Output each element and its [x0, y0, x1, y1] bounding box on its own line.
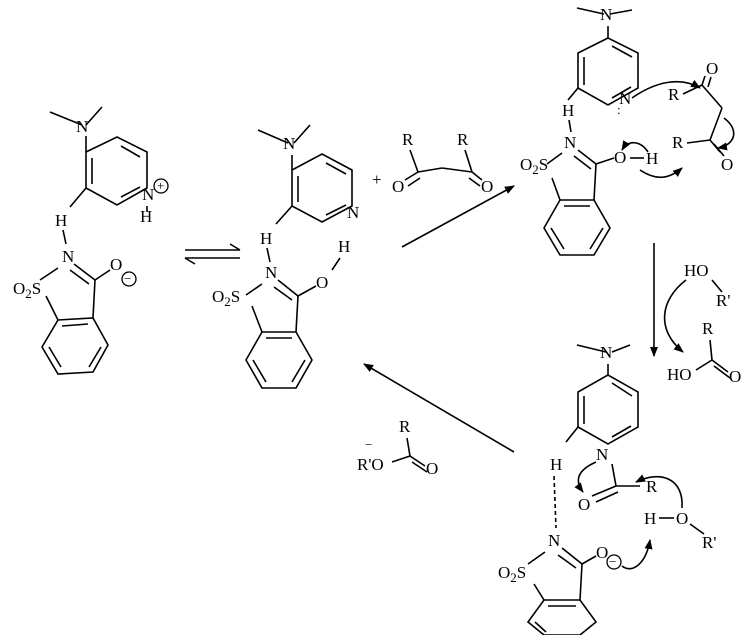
- label-carbonyl-o-2: O: [481, 177, 493, 196]
- label-pyridinium-n-4: N: [596, 445, 608, 464]
- product-ester: R − R'O O: [357, 417, 438, 478]
- label-h-alcohol: H: [644, 509, 656, 528]
- lone-pair-dots: :: [617, 102, 621, 117]
- label-r-3b: R: [672, 133, 684, 152]
- label-ch-hydrogen-4: H: [550, 455, 562, 474]
- label-carbonyl-o-3b: O: [721, 155, 733, 174]
- charge-minus-4: −: [609, 554, 616, 569]
- label-oxygen: O: [110, 255, 122, 274]
- label-saccharin-n-3: N: [564, 133, 576, 152]
- product-carboxylic-acid: R HO O: [667, 319, 741, 386]
- reagent-diketone: + R R O O: [372, 130, 493, 196]
- label-oxygen-4: O: [596, 543, 608, 562]
- structure-neutral-complex: N N H N O H O2S: [212, 124, 359, 389]
- label-saccharin-n-2: N: [265, 263, 277, 282]
- reagent-alcohol: HO R': [663, 261, 730, 353]
- label-n-dimethylamino-3: N: [600, 5, 612, 24]
- label-hydroxyl-h-3: H: [646, 149, 658, 168]
- arrow-regeneration: [363, 363, 515, 453]
- label-pyridine-n: N: [347, 203, 359, 222]
- label-so2-2: O2S: [212, 287, 240, 309]
- label-n-dimethylamino-2: N: [283, 134, 295, 153]
- label-so2-4: O2S: [498, 563, 526, 585]
- label-r-4: R: [646, 477, 658, 496]
- charge-plus: +: [157, 178, 164, 193]
- label-n-dimethylamino: N: [76, 117, 88, 136]
- arrow-to-activation: [401, 185, 515, 248]
- label-ch-hydrogen: H: [55, 211, 67, 230]
- label-ho-acid: HO: [667, 365, 692, 384]
- label-pyridine-n-3: N: [619, 89, 631, 108]
- label-r-prime-alcohol: R': [702, 533, 716, 552]
- charge-minus-ester: −: [365, 437, 372, 452]
- label-r-prime-o: R'O: [357, 455, 384, 474]
- label-n-dimethylamino-4: N: [600, 343, 612, 362]
- label-ho: HO: [684, 261, 709, 280]
- label-pyridinium-n: N: [142, 185, 154, 204]
- label-r-ester: R: [399, 417, 411, 436]
- plus-sign: +: [372, 170, 382, 189]
- label-carbonyl-o-ester: O: [426, 459, 438, 478]
- label-ch-hydrogen-3: H: [562, 101, 574, 120]
- label-r-3a: R: [668, 85, 680, 104]
- label-carbonyl-o-acid: O: [729, 367, 741, 386]
- label-hydroxyl-o-3: O: [614, 148, 626, 167]
- label-o-alcohol: O: [676, 509, 688, 528]
- label-r-1: R: [402, 130, 414, 149]
- charge-minus: −: [124, 271, 131, 286]
- structure-ion-pair: N N + H H N O − O2S: [13, 106, 169, 375]
- label-r-acid: R: [702, 319, 714, 338]
- label-ch-hydrogen-2: H: [260, 229, 272, 248]
- label-r-2: R: [457, 130, 469, 149]
- structure-activated-complex: N N : H N O H O2S R R O: [520, 5, 735, 256]
- structure-acylpyridinium: N N H O R H O R' N O − O2S: [498, 343, 716, 635]
- label-hydroxyl-h: H: [338, 237, 350, 256]
- label-so2-3: O2S: [520, 155, 548, 177]
- label-carbonyl-o-3a: O: [706, 59, 718, 78]
- label-r-prime: R': [716, 291, 730, 310]
- label-saccharin-n-4: N: [548, 531, 560, 550]
- label-hydroxyl-o: O: [316, 273, 328, 292]
- label-nh-hydrogen: H: [140, 207, 152, 226]
- equilibrium-arrows: [184, 243, 241, 265]
- label-saccharin-n: N: [62, 247, 74, 266]
- label-carbonyl-o-1: O: [392, 177, 404, 196]
- label-so2: O2S: [13, 279, 41, 301]
- label-acyl-o: O: [578, 495, 590, 514]
